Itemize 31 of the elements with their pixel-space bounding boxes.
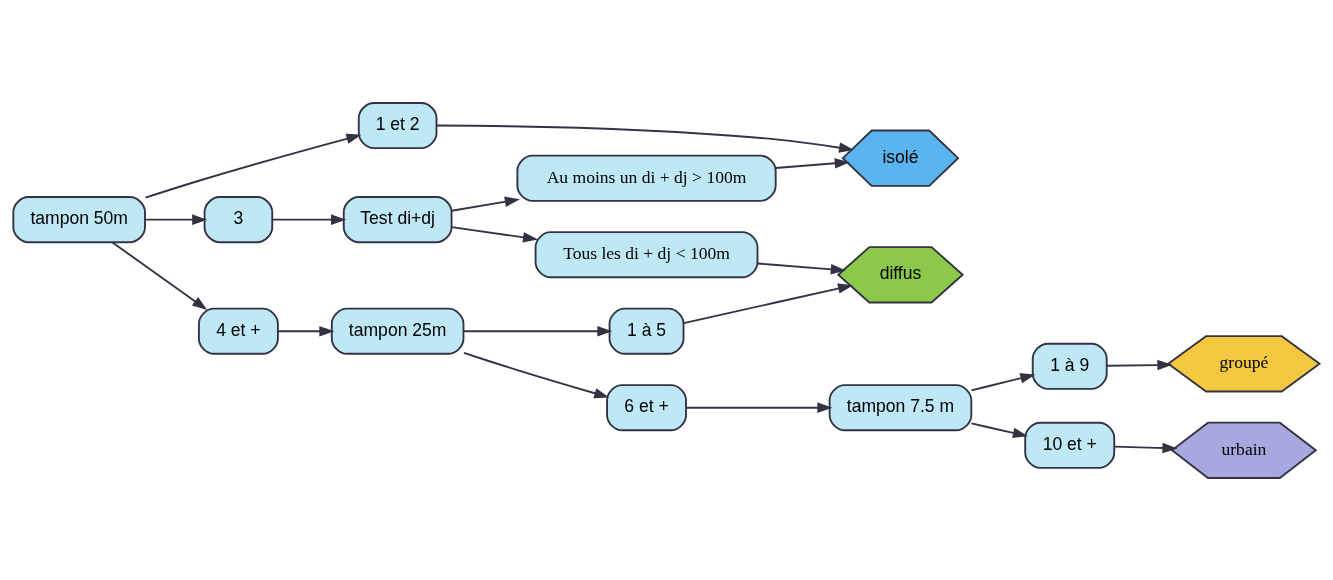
node-box: tampon 25m bbox=[330, 307, 465, 355]
arrow bbox=[450, 225, 539, 243]
arrow bbox=[685, 401, 833, 413]
arrow bbox=[682, 282, 854, 324]
node-box: tampon 7.5 m bbox=[828, 383, 973, 431]
arrow bbox=[756, 262, 846, 275]
arrow bbox=[277, 325, 335, 336]
arrow bbox=[462, 325, 613, 336]
node-box: Tous les di + dj < 100m bbox=[534, 230, 759, 278]
arrow bbox=[144, 133, 362, 199]
arrow bbox=[1106, 359, 1173, 370]
node-box: 1 à 5 bbox=[608, 307, 685, 355]
arrow bbox=[970, 422, 1028, 438]
node-box: tampon 50m bbox=[12, 195, 146, 243]
node-box: Au moins un di + dj > 100m bbox=[516, 154, 777, 202]
arrow bbox=[436, 124, 855, 153]
node-box: 1 et 2 bbox=[357, 101, 438, 149]
arrow bbox=[271, 213, 347, 225]
arrow bbox=[774, 157, 850, 169]
node-box: 4 et + bbox=[197, 307, 279, 355]
node-box: 1 à 9 bbox=[1031, 342, 1108, 390]
arrow bbox=[450, 196, 520, 212]
arrow bbox=[111, 240, 208, 310]
arrow bbox=[970, 372, 1036, 391]
node-box: 10 et + bbox=[1024, 421, 1116, 469]
node-box: 3 bbox=[203, 195, 274, 243]
node-box: 6 et + bbox=[606, 383, 687, 431]
arrow bbox=[463, 351, 610, 398]
node-box: Test di+dj bbox=[342, 195, 453, 243]
arrow bbox=[1113, 442, 1178, 453]
arrow bbox=[144, 213, 208, 225]
